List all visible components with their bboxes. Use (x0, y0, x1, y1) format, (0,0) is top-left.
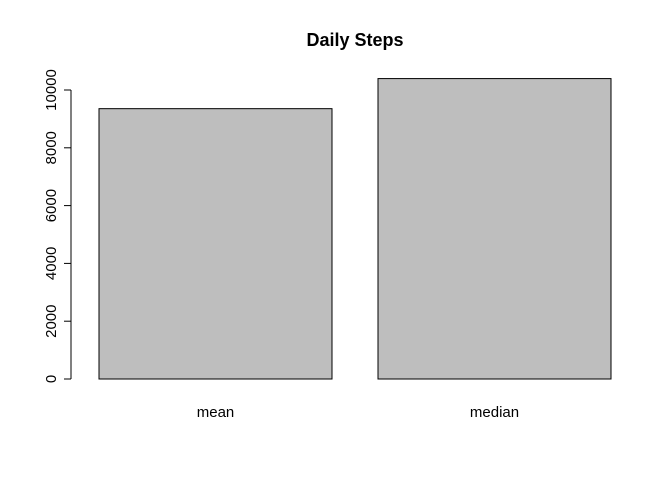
x-axis-labels: mean median (197, 404, 519, 421)
chart-title: Daily Steps (306, 30, 403, 50)
y-tick-label: 6000 (43, 189, 60, 222)
y-tick-label: 2000 (43, 305, 60, 338)
x-category-label-median: median (470, 404, 519, 421)
y-axis: 0 2000 4000 6000 8000 10000 (43, 69, 72, 383)
bar-mean (98, 108, 333, 380)
y-tick-label: 0 (43, 375, 60, 383)
bars-group (98, 78, 612, 380)
bar-median (377, 78, 612, 380)
y-tick-label: 4000 (43, 247, 60, 280)
y-tick-label: 10000 (43, 69, 60, 111)
y-tick-label: 8000 (43, 131, 60, 164)
x-category-label-mean: mean (197, 404, 235, 421)
